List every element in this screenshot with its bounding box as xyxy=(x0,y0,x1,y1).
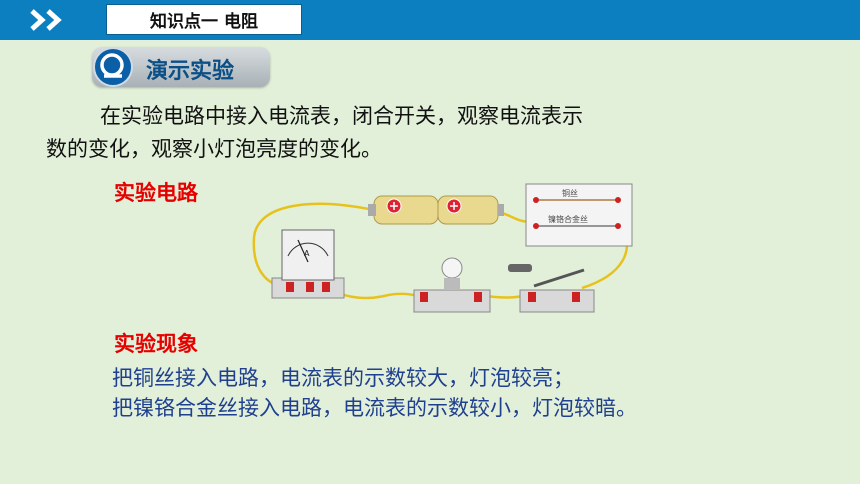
phenomenon-line-1: 把铜丝接入电路，电流表的示数较大，灯泡较亮； xyxy=(112,366,574,390)
wire-board: 铜丝 镍铬合金丝 xyxy=(525,183,633,247)
circuit-heading: 实验电路 xyxy=(114,181,198,205)
board-label-nichrome: 镍铬合金丝 xyxy=(548,214,588,224)
intro-line-2: 数的变化，观察小灯泡亮度的变化。 xyxy=(46,137,382,161)
phenomenon-heading: 实验现象 xyxy=(114,332,198,356)
wire-bottom-mid xyxy=(485,294,525,299)
lamp xyxy=(413,257,491,313)
battery xyxy=(368,195,504,225)
magnifier-icon xyxy=(93,47,133,87)
board-label-copper: 铜丝 xyxy=(562,188,578,198)
phenomenon-line-2: 把镍铬合金丝接入电路，电流表的示数较小，灯泡较暗。 xyxy=(112,396,637,420)
circuit-diagram: 铜丝 镍铬合金丝 A xyxy=(252,183,633,313)
page-title: 知识点一 电阻 xyxy=(106,4,302,35)
switch xyxy=(508,264,595,313)
ammeter-symbol: A xyxy=(304,249,310,258)
double-chevron-right-icon xyxy=(30,9,62,31)
wire-left xyxy=(252,202,375,288)
intro-paragraph: 在实验电路中接入电流表，闭合开关，观察电流表示 数的变化，观察小灯泡亮度的变化。 xyxy=(46,100,746,166)
intro-line-1: 在实验电路中接入电流表，闭合开关，观察电流表示 xyxy=(100,104,583,128)
phenomenon-text: 把铜丝接入电路，电流表的示数较大，灯泡较亮； 把镍铬合金丝接入电路，电流表的示数… xyxy=(112,363,637,423)
demo-badge-label: 演示实验 xyxy=(146,59,235,84)
ammeter: A xyxy=(271,229,345,299)
